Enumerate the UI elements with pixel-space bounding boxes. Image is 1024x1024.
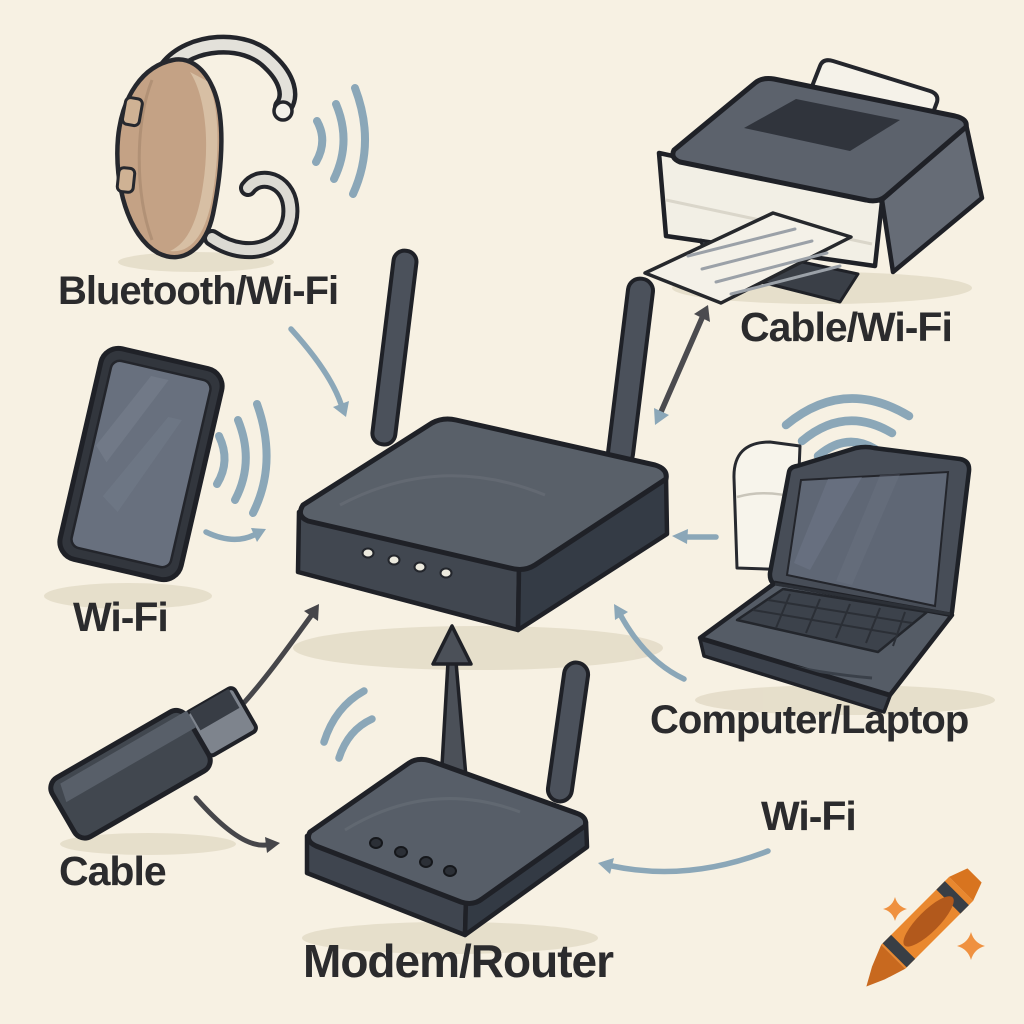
label-printer-cable-wifi: Cable/Wi-Fi	[740, 304, 953, 350]
arrow-phone-router	[203, 528, 266, 543]
modem-wifi-icon	[320, 687, 376, 762]
arrow-label-router	[614, 604, 687, 682]
laptop-illustration	[697, 440, 972, 714]
laptop-wifi-icon	[781, 394, 914, 461]
label-modem-router: Modem/Router	[303, 935, 614, 987]
label-computer-laptop: Computer/Laptop	[650, 698, 969, 742]
smartphone-illustration	[57, 345, 225, 583]
smartphone-wifi-icon	[213, 400, 271, 517]
arrow-dongle-router-cable	[239, 604, 319, 708]
label-bluetooth-wifi: Bluetooth/Wi-Fi	[58, 269, 339, 313]
arrow-dongle-modem	[193, 795, 280, 853]
router-illustration	[295, 248, 670, 633]
usb-dongle-illustration	[48, 686, 258, 841]
crayon-logo-icon	[866, 868, 985, 987]
label-phone-wifi: Wi-Fi	[73, 594, 169, 640]
label-cable: Cable	[59, 848, 167, 894]
printer-illustration	[643, 58, 985, 305]
label-modem-wifi: Wi-Fi	[761, 793, 857, 839]
arrow-laptop-router	[672, 529, 719, 544]
hearing-aid-illustration	[115, 34, 300, 260]
modem-illustration	[304, 660, 591, 938]
arrow-hearingaid-router	[288, 326, 349, 417]
arrow-wifi-modem	[598, 848, 771, 875]
hearing-aid-wifi-icon	[312, 84, 369, 198]
arrow-printer-router	[654, 305, 710, 425]
